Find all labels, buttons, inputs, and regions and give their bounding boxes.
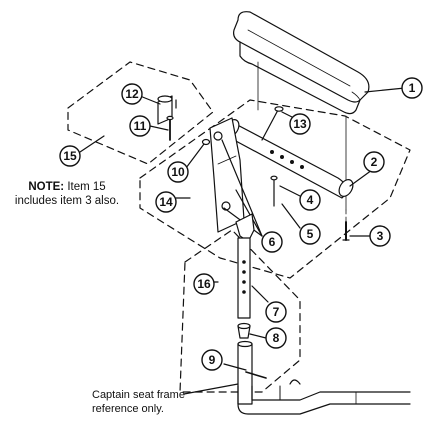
callout-11: 11 [129,115,151,137]
callout-7: 7 [265,301,287,323]
caption-line1: Captain seat frame [92,389,185,401]
svg-text:14: 14 [159,195,173,209]
screw-11 [166,115,174,141]
callout-13: 13 [289,113,311,135]
callout-2: 2 [363,151,385,173]
svg-text:9: 9 [209,353,216,367]
svg-text:8: 8 [273,331,280,345]
group-14-outline [139,99,411,279]
svg-text:15: 15 [63,149,77,163]
callout-4: 4 [299,189,321,211]
svg-text:1: 1 [409,81,416,95]
svg-text:7: 7 [273,305,280,319]
callout-3: 3 [369,225,391,247]
callout-6: 6 [261,231,283,253]
arm-post [235,213,255,319]
captain-seat-frame [237,379,411,415]
svg-text:16: 16 [197,277,211,291]
callout-1: 1 [401,77,423,99]
armpad [233,11,370,115]
svg-text:13: 13 [293,117,307,131]
svg-text:5: 5 [307,227,314,241]
svg-text:11: 11 [134,119,147,133]
svg-text:2: 2 [371,155,378,169]
callout-14: 14 [155,191,177,213]
frame-caption: Captain seat frame reference only. [92,388,202,416]
callout-9: 9 [201,349,223,371]
svg-text:4: 4 [307,193,314,207]
pin-12 [157,95,177,125]
svg-text:12: 12 [125,87,139,101]
callout-16: 16 [193,273,215,295]
note-heading: NOTE: [28,181,65,193]
note-text: NOTE: Item 15 includes item 3 also. [4,180,130,208]
callout-5: 5 [299,223,321,245]
note-line2: includes item 3 also. [14,195,120,207]
receiver-tube [237,340,267,405]
caption-line2: reference only. [92,403,164,415]
screw-13 [261,106,284,141]
screw-3 [342,221,350,241]
screw-4 [270,175,278,207]
callout-8: 8 [265,327,287,349]
group-15-outline [67,61,214,165]
svg-text:6: 6 [269,235,276,249]
note-line1: Item 15 [67,181,106,193]
callout-12: 12 [121,83,143,105]
callout-10: 10 [167,161,189,183]
svg-text:3: 3 [377,229,384,243]
callout-15: 15 [59,145,81,167]
svg-text:10: 10 [171,165,185,179]
knob-8 [237,322,251,339]
washer-10 [201,138,211,146]
